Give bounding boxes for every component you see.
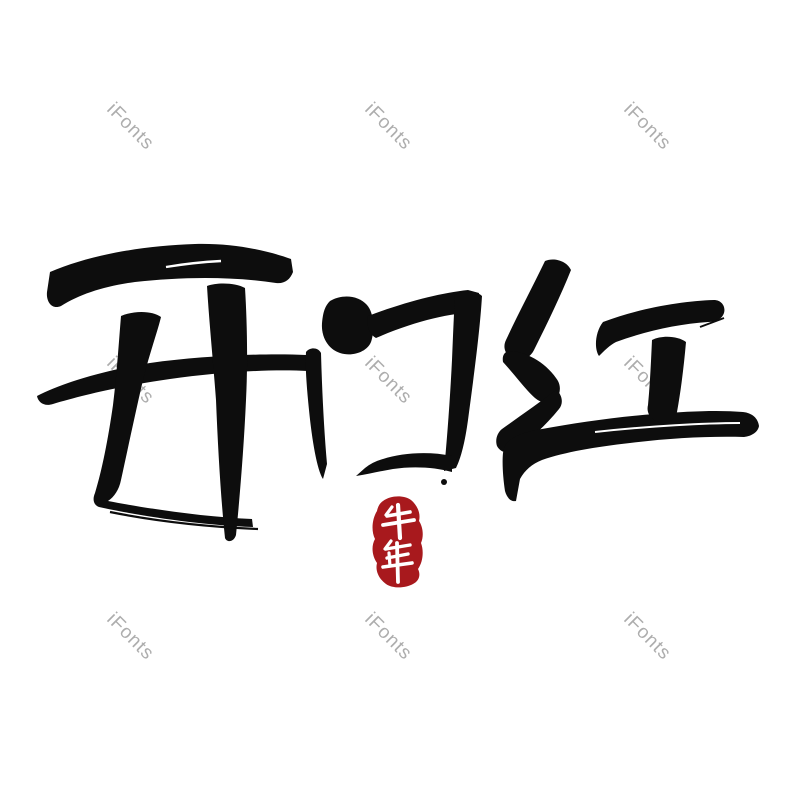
seal-stamp <box>372 496 423 588</box>
hong-gong-top-stroke <box>595 300 725 356</box>
kai-top-horizontal-stroke <box>46 243 293 308</box>
men-dot-stroke <box>321 296 374 355</box>
seal-nian-vertical-short <box>387 551 392 568</box>
kai-flying-white <box>165 259 222 269</box>
hong-silk-stroke-1 <box>504 259 571 360</box>
kai-long-horizontal-stroke <box>37 354 311 405</box>
hong-taper-line <box>699 317 725 328</box>
kai-left-vertical-stroke <box>93 311 254 527</box>
hong-bottom-sweep-stroke <box>502 410 759 502</box>
hong-silk-stroke-3 <box>496 390 562 453</box>
char-men <box>305 290 482 485</box>
hong-silk-stroke-2 <box>502 351 560 403</box>
seal-niu-diagonal <box>384 505 394 517</box>
men-top-horizontal-stroke <box>367 290 479 338</box>
seal-characters <box>381 502 416 584</box>
kai-right-vertical-stroke <box>207 283 248 542</box>
men-right-vertical-stroke <box>444 291 482 471</box>
char-kai <box>37 243 311 542</box>
hong-gong-vertical-stroke <box>647 336 686 423</box>
seal-niu-vertical <box>395 502 403 541</box>
seal-nian-vertical-long <box>395 541 400 584</box>
kai-drybrush-streak <box>109 510 259 531</box>
char-hong <box>496 259 759 502</box>
men-hook-stroke <box>356 453 452 476</box>
hong-flying-white <box>594 422 741 433</box>
men-left-vertical-stroke <box>305 348 327 479</box>
ink-speck <box>441 479 447 485</box>
